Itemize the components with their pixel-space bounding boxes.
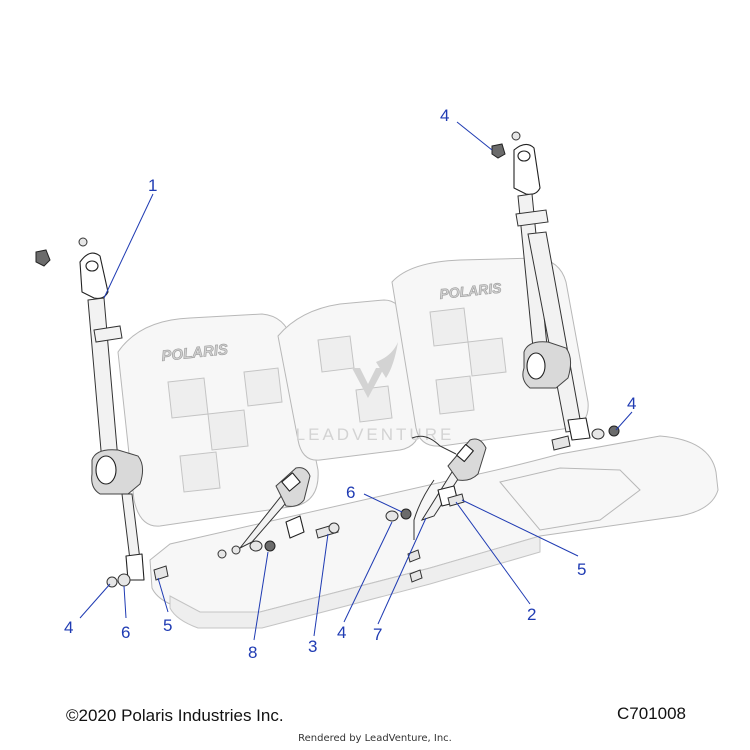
callout-5-left: 5: [163, 616, 172, 635]
rendered-by-text: Rendered by LeadVenture, Inc.: [298, 733, 452, 744]
leadventure-watermark: LEADVENTURE: [296, 342, 455, 444]
callouts: 1 4 4 6 5 2 4 6 5 8 3 4 7: [64, 106, 636, 662]
callout-3: 3: [308, 637, 317, 656]
leader-lines: [79, 121, 633, 641]
copyright-text: ©2020 Polaris Industries Inc.: [66, 706, 284, 725]
left-seat-belt-assembly: [35, 237, 145, 581]
callout-4-right: 4: [627, 394, 636, 413]
callout-4-mid: 4: [337, 623, 346, 642]
callout-8: 8: [248, 643, 257, 662]
right-seat-belt-assembly: [491, 131, 620, 451]
right-buckle-assembly: [385, 435, 487, 583]
callout-5-right: 5: [577, 560, 586, 579]
callout-7: 7: [373, 625, 382, 644]
left-buckle-assembly: [217, 467, 311, 559]
drawing-id: C701008: [616, 704, 686, 723]
callout-6-left: 6: [121, 623, 130, 642]
callout-6-mid: 6: [346, 483, 355, 502]
callout-4-top: 4: [440, 106, 449, 125]
bolt-part-3: [315, 522, 340, 539]
callout-2: 2: [527, 605, 536, 624]
lower-left-hardware: [106, 565, 169, 588]
callout-4-left: 4: [64, 618, 73, 637]
seat-logo-right: POLARIS: [439, 279, 503, 301]
seat-pattern: [167, 307, 507, 493]
svg-text:LEADVENTURE: LEADVENTURE: [296, 425, 455, 444]
seat-logo-left: POLARIS: [161, 341, 229, 365]
callout-1: 1: [148, 176, 157, 195]
